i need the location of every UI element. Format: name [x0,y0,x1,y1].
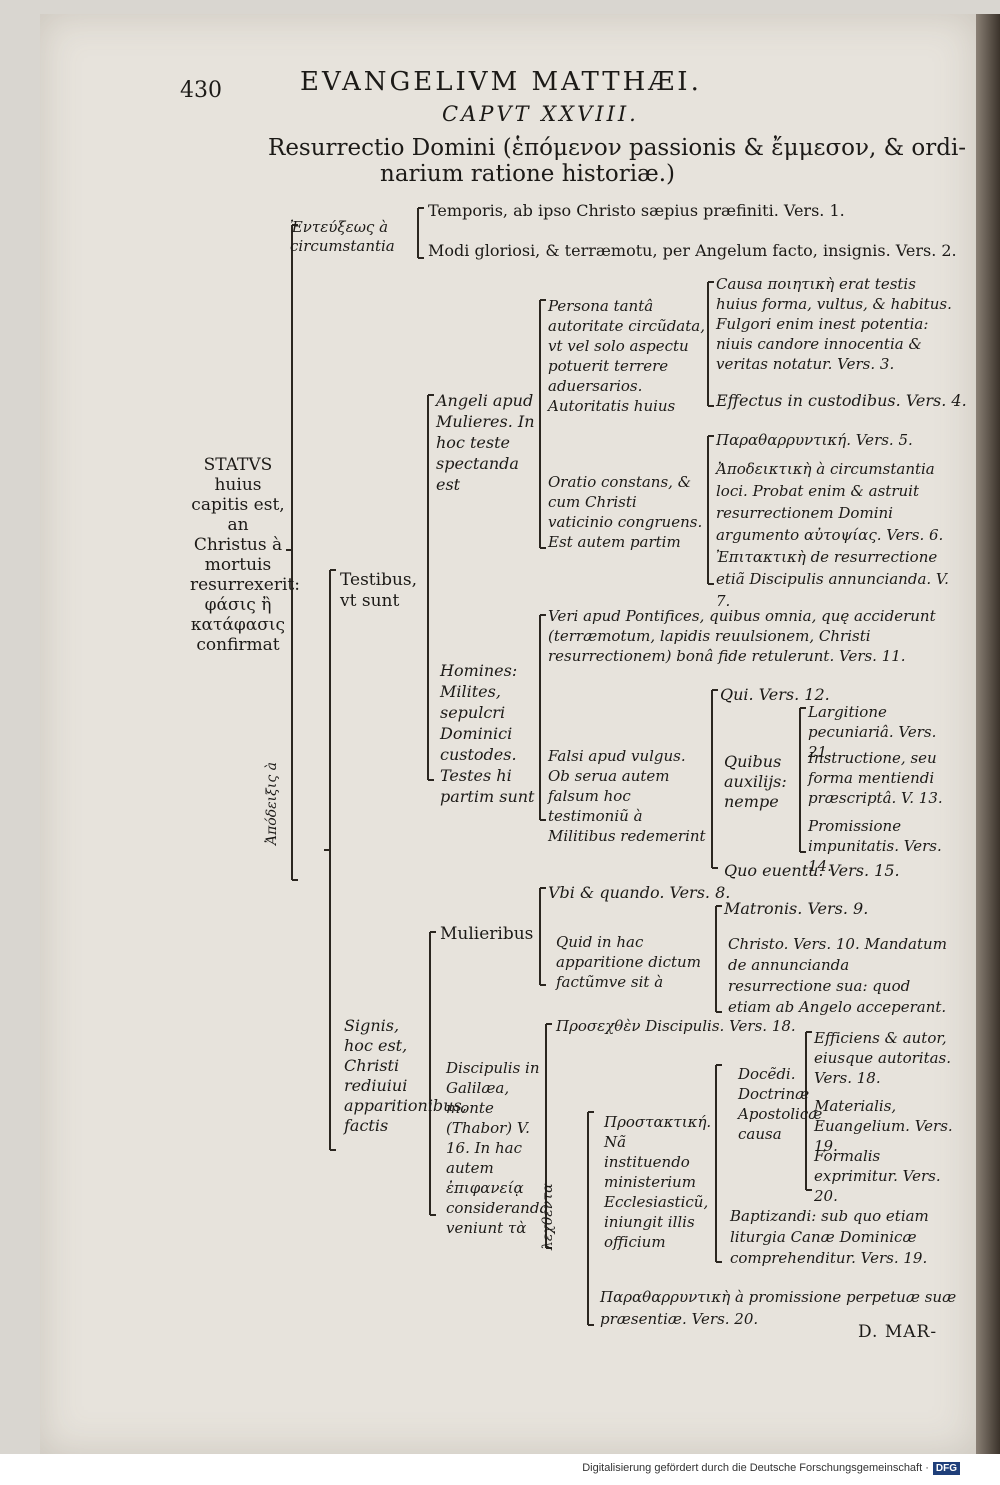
brace-oratio [707,435,714,585]
quid-text: Quid in hac apparitione dictum factũmve … [556,933,701,991]
largitione-text: Largitione pecuniariâ. Vers. 21. [808,703,937,761]
status-text: STATVS huius capitis est, an Christus à … [190,455,300,655]
brace-docendi [805,1031,812,1191]
efficiens-text: Efficiens & autor, eiusque autoritas. Ve… [814,1029,952,1087]
brace-discipulis [545,1023,552,1249]
falsi-text: Falsi apud vulgus. Ob serua autem falsum… [548,747,706,845]
brace-circumstantia [417,207,424,259]
page-number: 430 [180,78,222,103]
prostaktike-text: Προστακτική. Nã instituendo ministerium … [604,1113,712,1251]
enteuxis-label: Ἐντεύξεως à circumstantia [290,218,395,255]
footer-bar [0,1454,1000,1485]
parakletike-text-2: Παραθαρρυντικὴ à promissione perpetuæ su… [600,1288,957,1328]
brace-mulieribus [539,887,546,986]
brace-persona [707,281,714,407]
baptizandi-text: Baptizandi: sub quo etiam liturgia Canæ … [730,1207,929,1267]
brace-apodeixis [324,569,336,1151]
materialis-text: Materialis, Euangelium. Vers. 19. [814,1097,953,1155]
modi-text: Modi gloriosi, & terræmotu, per Angelum … [428,241,957,260]
brace-testibus [427,394,434,781]
homines-text: Homines: Milites, sepulcri Dominici cust… [440,661,535,806]
docendi-text: Docẽdi. Doctrinæ Apostolicæ causa [738,1065,823,1143]
oratio-text: Oratio constans, & cum Christi vaticinio… [548,473,703,551]
brace-quid [715,905,722,1013]
veri-text: Veri apud Pontifices, quibus omnia, quę … [548,607,936,665]
book-page [40,14,976,1454]
mulieribus-label: Mulieribus [440,924,534,944]
chapter-heading: CAPVT XXVIII. [442,102,639,126]
apodeiktike-text: Ἀποδεικτικὴ à circumstantia loci. Probat… [716,460,944,544]
prosechthen-text: Προσεχθὲν Discipulis. Vers. 18. [556,1017,796,1035]
epitaktike-text: Ἐπιτακτικὴ de resurrectione etiã Discipu… [716,548,949,610]
vbi-text: Vbi & quando. Vers. 8. [548,883,731,902]
quibus-text: Quibus auxilijs: nempe [724,752,787,811]
signis-label: Signis, hoc est, Christi rediuiui appari… [344,1016,467,1135]
running-title: EVANGELIVM MATTHÆI. [300,67,702,97]
discipulis-text: Discipulis in Galilæa, monte (Thabor) V.… [446,1059,549,1237]
temporis-text: Temporis, ab ipso Christo sæpius præfini… [428,201,845,220]
instructione-text: Instructione, seu forma mentiendi præscr… [808,749,943,807]
christo-text: Christo. Vers. 10. Mandatum de annuncian… [728,935,947,1016]
brace-homines [539,614,546,821]
brace-quibus [799,707,806,853]
catchword: D. MAR- [858,1322,938,1342]
brace-legomena [587,1111,594,1326]
matronis-text: Matronis. Vers. 9. [724,899,869,918]
causa-text: Causa ποιητικὴ erat testis huius forma, … [716,275,952,373]
brace-angeli [539,299,546,549]
title-line-2: narium ratione historiæ.) [380,161,676,187]
brace-signis [429,931,436,1216]
brace-prostaktike [715,1064,722,1263]
persona-text: Persona tantâ autoritate circũdata, vt v… [548,297,705,415]
vertical-label-apodeixis: Ἀπόδειξις à [264,761,280,845]
qui-text: Qui. Vers. 12. [720,685,830,704]
parakletike-text-1: Παραθαρρυντική. Vers. 5. [716,431,913,449]
formalis-text: Formalis exprimitur. Vers. 20. [814,1147,941,1205]
quo-euentu-text: Quo euentu. Vers. 15. [724,861,900,880]
dfg-logo: DFG [932,1462,960,1475]
title-line-1: Resurrectio Domini (ἑπόμενον passionis &… [268,135,967,161]
vertical-label-legomena: λεχθέντα [540,1183,556,1250]
page-gutter [976,14,1000,1454]
angeli-label: Angeli apud Mulieres. In hoc teste spect… [436,391,535,494]
testibus-label: Testibus, vt sunt [340,570,418,611]
brace-falsi [711,689,718,869]
promissione-text: Promissione impunitatis. Vers. 14. [808,817,942,875]
brace-main [286,224,298,881]
credit-text: Digitalisierung gefördert durch die Deut… [582,1462,929,1474]
effectus-text: Effectus in custodibus. Vers. 4. [716,391,967,410]
digitization-credit: Digitalisierung gefördert durch die Deut… [582,1462,960,1475]
